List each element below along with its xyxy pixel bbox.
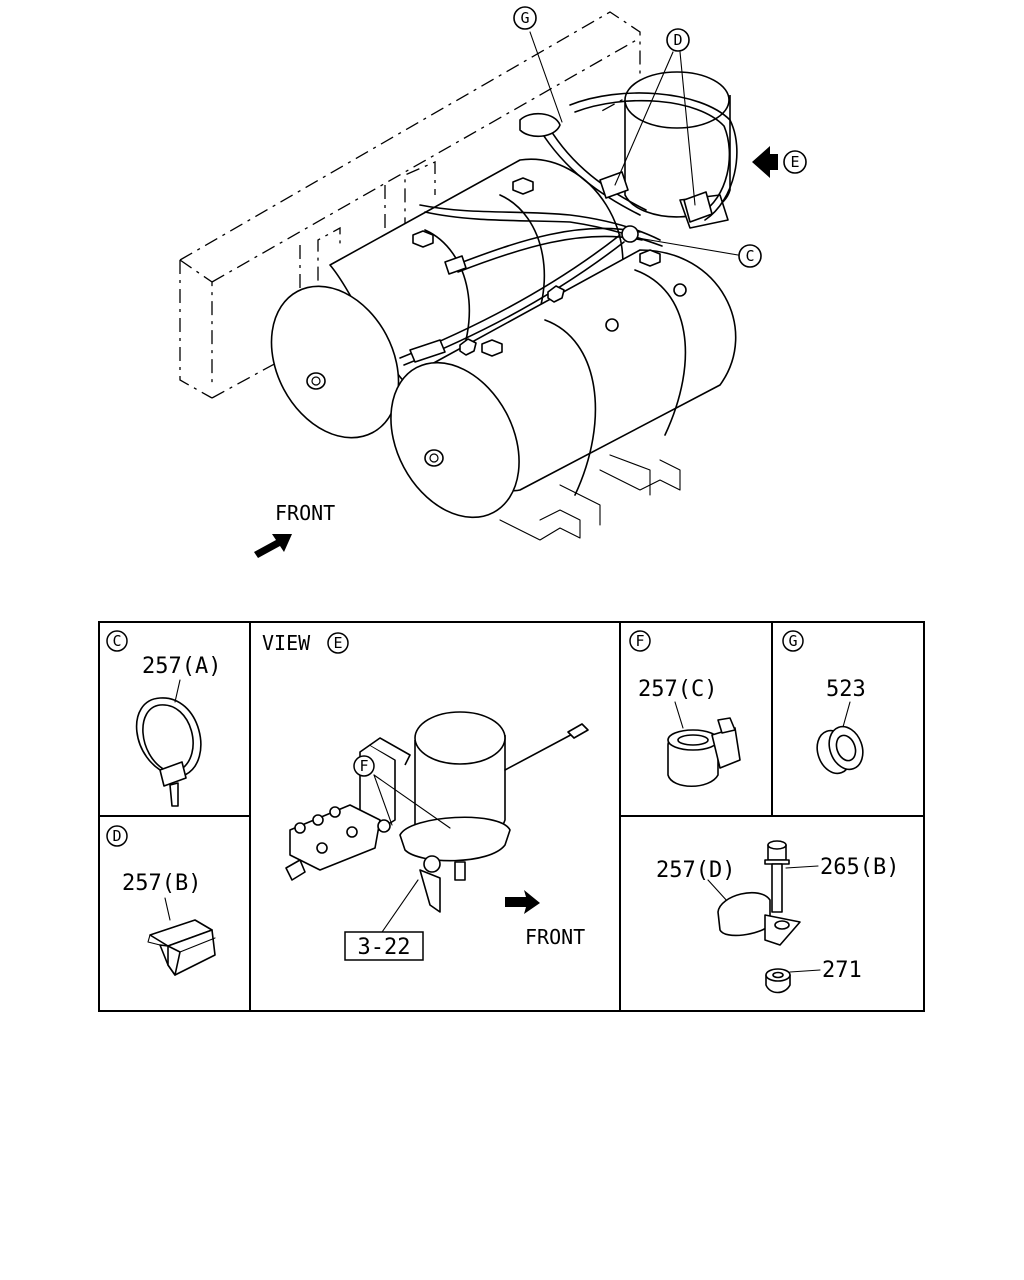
panel-g-letter: G	[788, 632, 797, 650]
dryer-assembly-drawing	[285, 711, 589, 913]
view-front-arrow-icon	[505, 890, 540, 914]
grommet-icon	[816, 725, 864, 775]
callout-c-label: C	[745, 247, 754, 265]
panel-g: G 523	[782, 630, 866, 775]
air-dryer-unit	[624, 71, 731, 229]
panel-c-part-number: 257(A)	[142, 654, 221, 679]
front-indicator: FRONT	[254, 501, 335, 558]
leader-lines	[529, 31, 739, 256]
reference-box-label: 3-22	[358, 935, 411, 960]
view-front-label: FRONT	[525, 925, 585, 949]
bolt-icon	[764, 840, 790, 913]
front-label: FRONT	[275, 501, 335, 525]
panel-d-part-number: 257(B)	[122, 871, 201, 896]
callout-e-view-arrow: E	[752, 146, 807, 178]
view-callout-f: F	[359, 757, 368, 775]
clip-d-icon	[717, 891, 801, 946]
view-direction-arrow-icon	[752, 146, 778, 178]
panel-g-part-number: 523	[826, 677, 866, 702]
panel-c: C 257(A)	[106, 630, 221, 807]
air-tank-front	[390, 249, 737, 519]
callout-e-label: E	[790, 153, 799, 171]
callout-g: G	[513, 6, 537, 30]
hardware-nut-part-number: 271	[822, 958, 862, 983]
callout-g-label: G	[520, 9, 529, 27]
hoses-and-harness	[399, 92, 738, 366]
panel-c-letter: C	[112, 632, 121, 650]
hardware-clip-part-number: 257(D)	[656, 858, 735, 883]
clip-b-icon	[147, 919, 216, 976]
panel-d: D 257(B)	[106, 825, 216, 976]
panel-view-e: VIEW E	[262, 631, 589, 961]
view-title: VIEW	[262, 631, 311, 655]
callout-d: D	[666, 28, 690, 52]
panel-f-part-number: 257(C)	[638, 677, 717, 702]
clip-c-icon	[667, 717, 741, 787]
nut-icon	[765, 968, 791, 994]
panel-f-letter: F	[635, 632, 644, 650]
panel-d-letter: D	[112, 827, 121, 845]
detail-panels: C 257(A) D 257(B)	[98, 621, 925, 1012]
cable-tie-band-icon	[135, 697, 202, 807]
callout-c: C	[738, 244, 762, 268]
view-letter: E	[333, 634, 342, 652]
main-assembly-view: G D E C FRONT	[179, 6, 807, 558]
front-arrow-icon	[254, 534, 292, 558]
callout-d-label: D	[673, 31, 682, 49]
panel-f: F 257(C)	[629, 630, 741, 787]
reference-box	[344, 931, 424, 961]
panel-hardware: 257(D) 265(B) 271	[656, 840, 899, 994]
hardware-bolt-part-number: 265(B)	[820, 855, 899, 880]
